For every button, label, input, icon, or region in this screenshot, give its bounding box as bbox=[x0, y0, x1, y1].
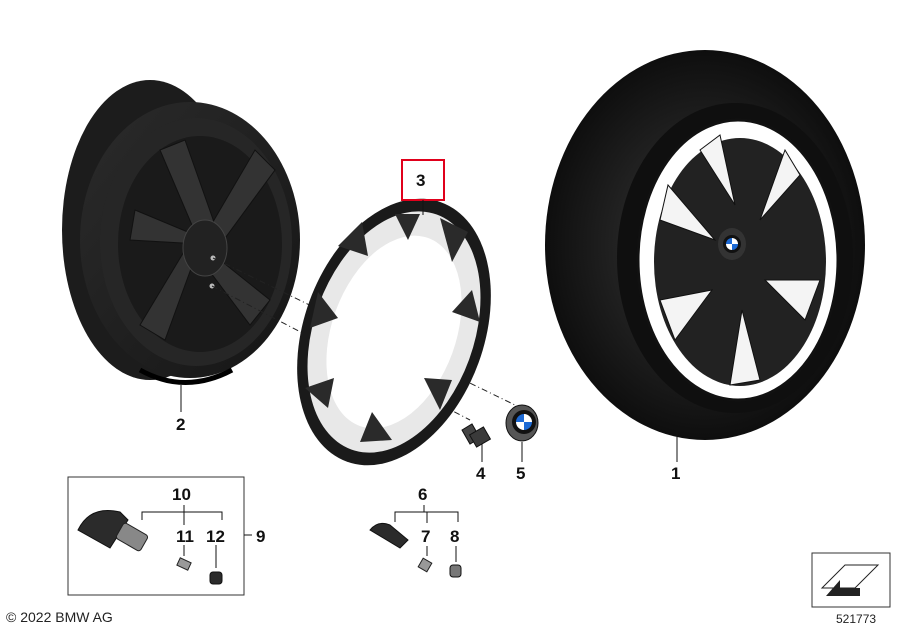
bmw-roundel-icon bbox=[512, 410, 536, 434]
callout-12[interactable]: 12 bbox=[206, 527, 225, 546]
hub-cap[interactable] bbox=[505, 404, 539, 442]
diagram-number: 521773 bbox=[836, 612, 877, 626]
wheel-bolt[interactable] bbox=[461, 423, 492, 448]
callout-7[interactable]: 7 bbox=[421, 527, 431, 546]
tpms-sensor[interactable] bbox=[77, 510, 149, 552]
copyright-notice: © 2022 BMW AG bbox=[6, 609, 113, 625]
complete-wheel[interactable] bbox=[545, 50, 865, 440]
rim-part[interactable] bbox=[62, 80, 300, 385]
valve-part-11[interactable] bbox=[176, 557, 192, 571]
rim-cover-ring[interactable] bbox=[262, 172, 526, 493]
callout-1[interactable]: 1 bbox=[671, 464, 681, 483]
callout-2[interactable]: 2 bbox=[176, 415, 186, 434]
callout-3[interactable]: 3 bbox=[416, 171, 426, 190]
tpms-group bbox=[67, 476, 252, 596]
cap-part-12[interactable] bbox=[209, 571, 223, 585]
valve-part-6[interactable] bbox=[369, 522, 409, 549]
callout-10[interactable]: 10 bbox=[172, 485, 191, 504]
cap-part-8[interactable] bbox=[449, 564, 462, 578]
callout-5[interactable]: 5 bbox=[516, 464, 526, 483]
leader-lines bbox=[180, 200, 678, 462]
callout-8[interactable]: 8 bbox=[450, 527, 460, 546]
bmw-roundel-icon bbox=[723, 235, 741, 253]
direction-arrow-icon bbox=[811, 552, 891, 608]
valve-group bbox=[369, 505, 462, 578]
callout-4[interactable]: 4 bbox=[476, 464, 486, 483]
callout-11[interactable]: 11 bbox=[176, 527, 194, 546]
valve-part-7[interactable] bbox=[417, 557, 433, 573]
callout-6[interactable]: 6 bbox=[418, 485, 428, 504]
callout-9[interactable]: 9 bbox=[256, 527, 266, 546]
